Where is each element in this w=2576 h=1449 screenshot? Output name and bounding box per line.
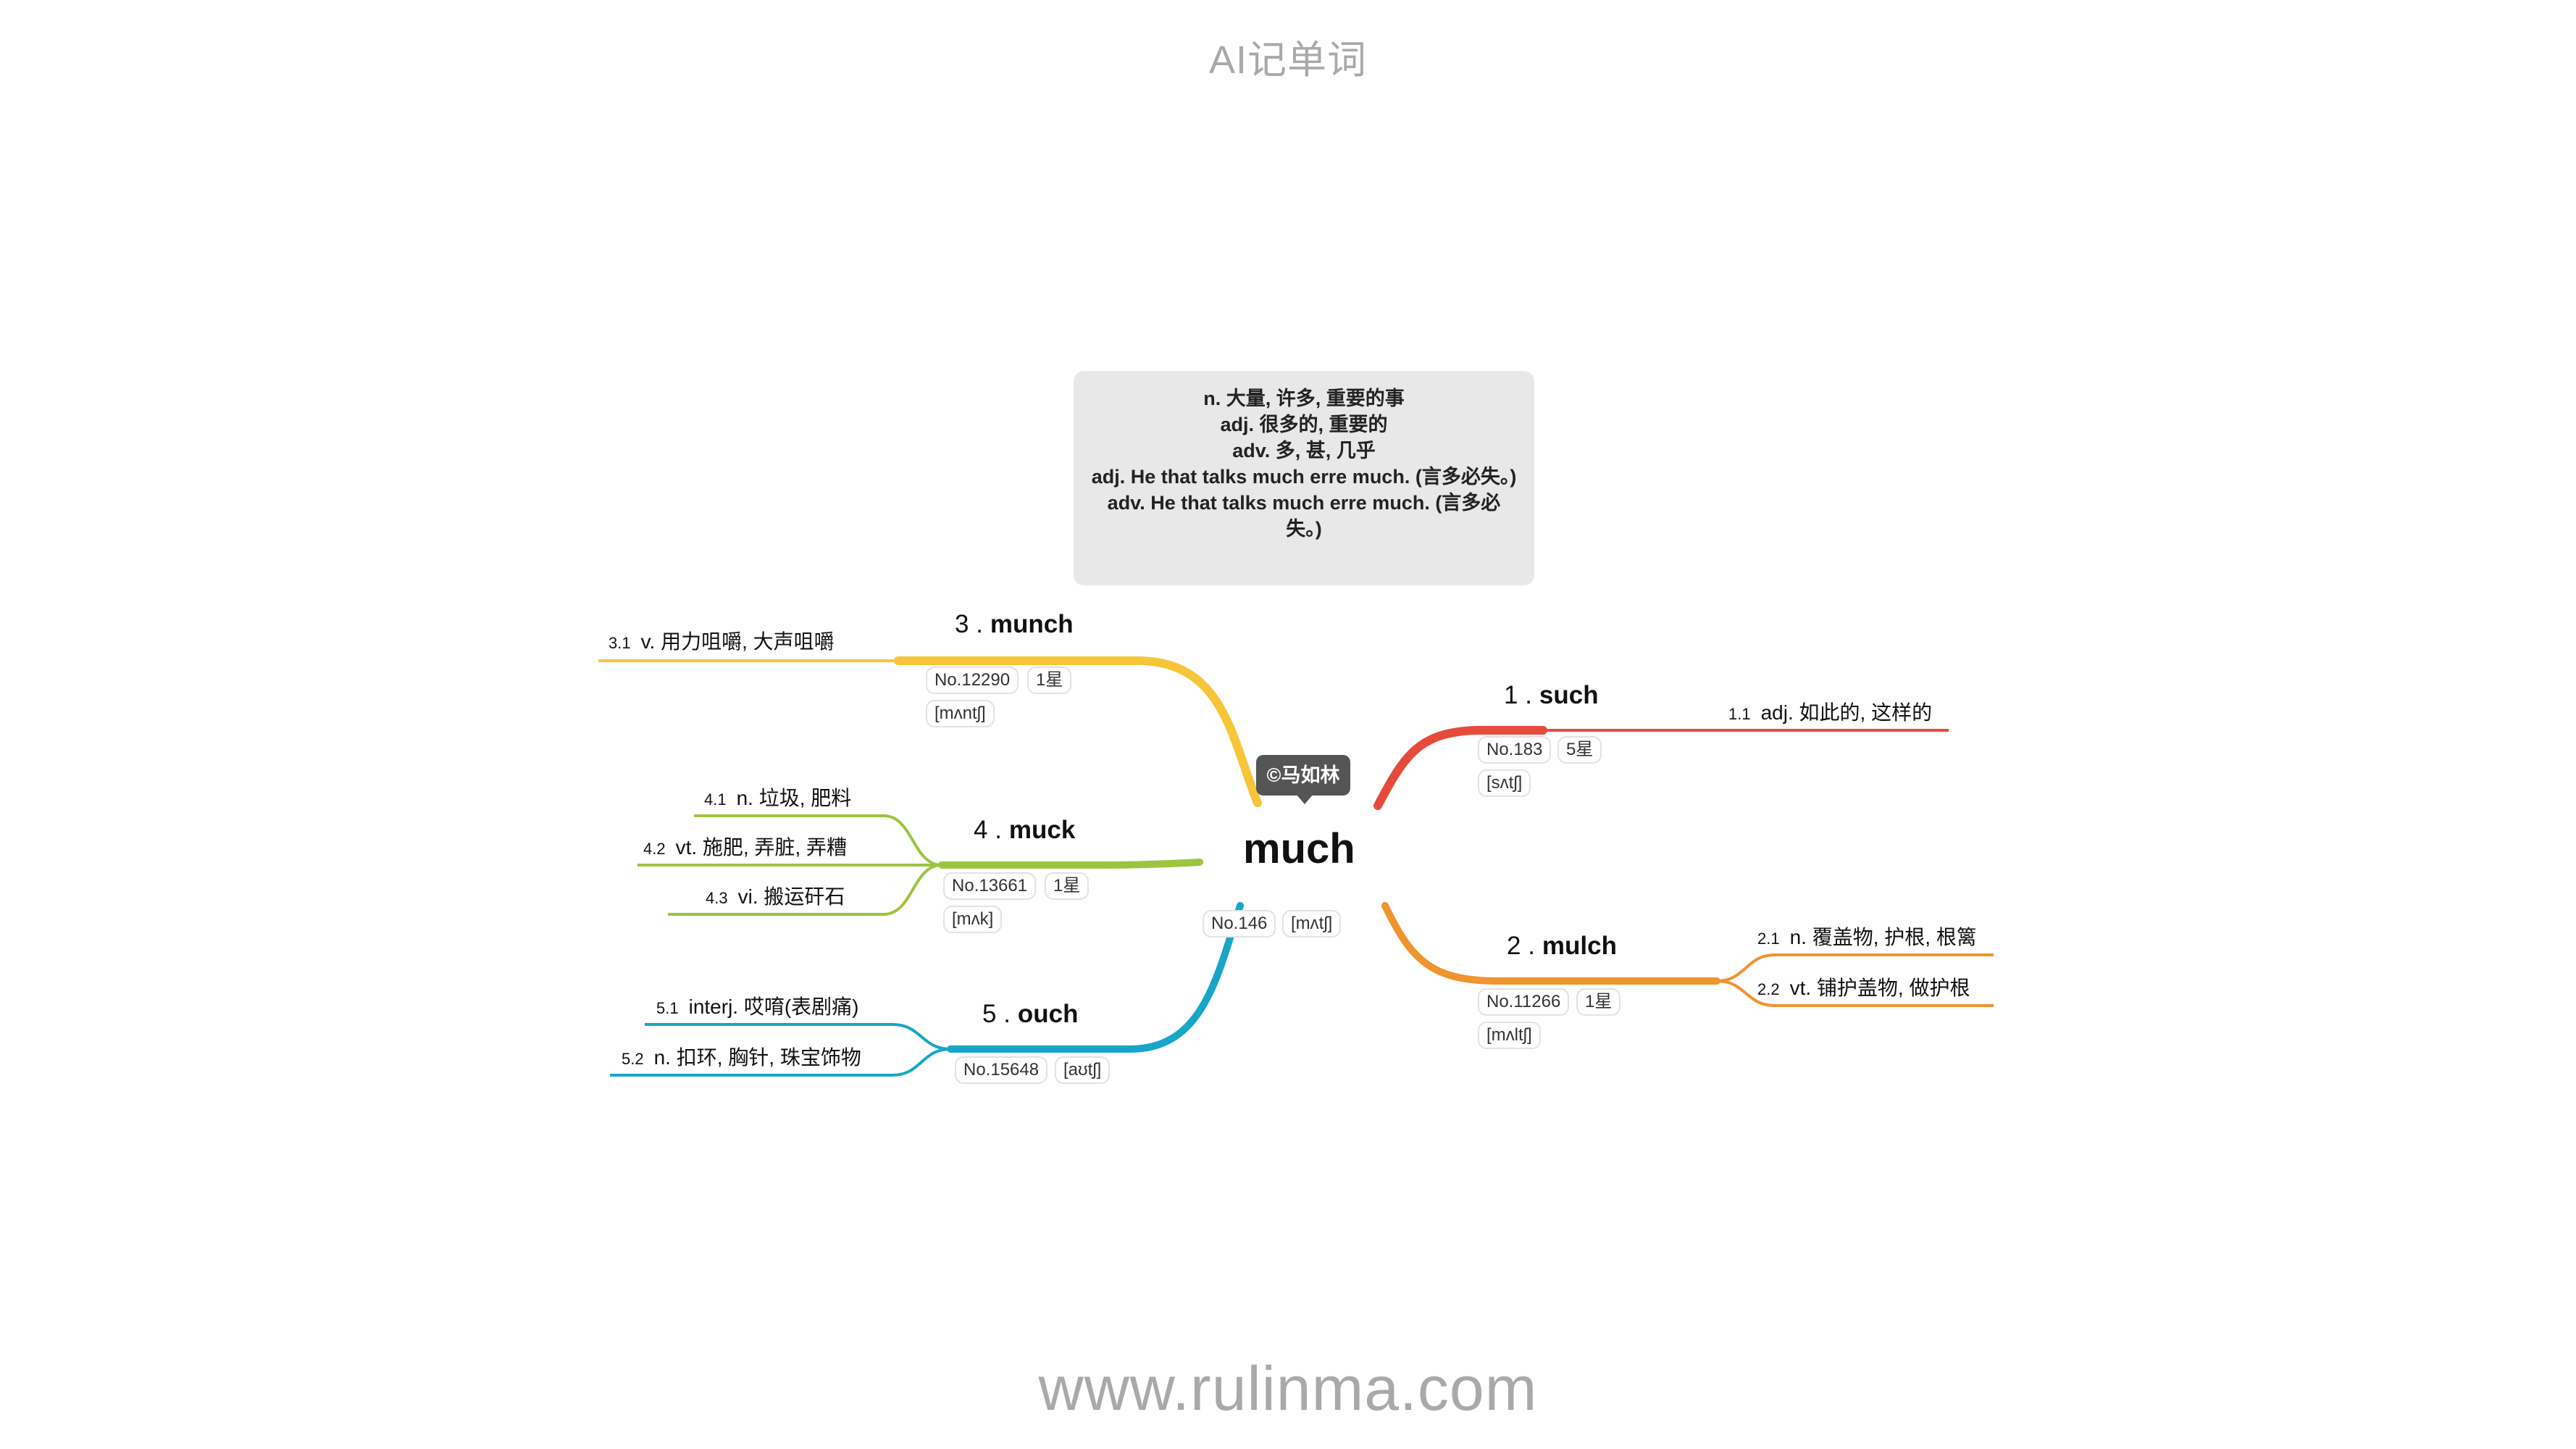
branch-topic-ouch[interactable]: 5 .ouch [982,1000,1079,1029]
sense-text: interj. 哎唷(表剧痛) [688,995,859,1018]
branch-word: munch [990,610,1074,638]
sense-item[interactable]: 4.1 n. 垃圾, 肥料 [704,782,851,811]
branch-number: 1 . [1504,681,1532,709]
sense-text: vi. 搬运矸石 [737,885,845,908]
main-curve-munch [894,656,1262,807]
branch-word: muck [1008,816,1076,844]
sense-number: 4.3 [706,889,728,907]
phonetic-badge: [mʌltʃ] [1478,1022,1541,1049]
rank-badge: No.15648 [955,1056,1048,1084]
branch-connector-such [1373,726,1949,810]
sense-number: 3.1 [609,634,631,652]
sense-item[interactable]: 2.1 n. 覆盖物, 护根, 根篱 [1757,922,1977,951]
sense-item[interactable]: 2.2 vt. 铺护盖物, 做护根 [1757,972,1970,1001]
branch-word: such [1539,681,1599,709]
definition-box: n. 大量, 许多, 重要的事 adj. 很多的, 重要的 adv. 多, 甚,… [1074,371,1534,585]
main-curve-mulch [1381,902,1720,985]
sense-text: n. 覆盖物, 护根, 根篱 [1789,926,1977,948]
sense-line-mulch-1 [1716,953,1994,982]
central-topic[interactable]: much [1243,825,1355,872]
sense-line-muck-3 [668,864,942,916]
rank-badge: No.11266 [1478,988,1570,1016]
main-curve-muck [938,859,1203,869]
branch-number: 5 . [982,1000,1011,1028]
branch-topic-munch[interactable]: 3 .munch [955,610,1074,639]
definition-line: n. 大量, 许多, 重要的事 [1203,388,1405,409]
sense-number: 2.1 [1757,930,1780,948]
phonetic-badge: [aʊtʃ] [1055,1056,1111,1084]
branch-connector-muck [637,814,1203,916]
center-rank-badge: No.146 [1203,910,1276,938]
definition-line: adv. 多, 甚, 几乎 [1232,440,1376,462]
center-phonetic-badge: [mʌtʃ] [1282,910,1342,938]
branch-number: 3 . [955,610,983,638]
star-badge: 5星 [1557,736,1602,764]
sense-item[interactable]: 5.2 n. 扣环, 胸针, 珠宝饰物 [622,1042,861,1071]
sense-item[interactable]: 4.3 vi. 搬运矸石 [706,881,845,910]
star-badge: 1星 [1576,988,1621,1016]
copyright-marker: ©马如林 [1256,755,1350,796]
sense-text: vt. 施肥, 弄脏, 弄糟 [675,836,848,859]
sense-number: 1.1 [1728,705,1751,723]
sense-line-muck-1 [694,814,942,867]
branch-word: ouch [1017,1000,1079,1028]
sense-line-mulch-2 [1716,980,1994,1007]
main-curve-such [1373,726,1547,810]
rank-badge: No.183 [1478,736,1552,764]
sense-number: 5.2 [622,1050,644,1068]
sense-number: 4.1 [704,790,727,809]
branch-topic-mulch[interactable]: 2 .mulch [1507,932,1617,961]
copyright-marker-tail [1296,794,1313,804]
phonetic-badge: [mʌntʃ] [926,700,995,727]
star-badge: 1星 [1045,872,1090,900]
branch-topic-muck[interactable]: 4 .muck [974,816,1075,845]
sense-item[interactable]: 3.1 v. 用力咀嚼, 大声咀嚼 [609,626,835,655]
sense-text: n. 扣环, 胸针, 珠宝饰物 [653,1046,861,1069]
phonetic-badge: [mʌk] [943,906,1003,933]
page-title: AI记单词 [1208,38,1368,82]
rank-badge: No.12290 [926,667,1019,694]
sense-text: v. 用力咀嚼, 大声咀嚼 [640,630,835,653]
definition-line: adj. 很多的, 重要的 [1220,414,1388,435]
sense-number: 2.2 [1757,980,1780,998]
sense-line-ouch-2 [610,1048,951,1077]
sense-number: 5.1 [656,999,679,1017]
branch-word: mulch [1542,932,1617,960]
sense-text: n. 垃圾, 肥料 [736,787,852,809]
sense-text: vt. 铺护盖物, 做护根 [1789,977,1970,999]
footer-url: www.rulinma.com [1038,1354,1538,1424]
rank-badge: No.13661 [943,872,1037,900]
sense-item[interactable]: 4.2 vt. 施肥, 弄脏, 弄糟 [643,832,847,861]
phonetic-badge: [sʌtʃ] [1478,769,1531,797]
sense-text: adj. 如此的, 这样的 [1760,701,1933,724]
definition-line: adv. He that talks much erre much. (言多必失… [1107,492,1501,540]
branch-connector-mulch [1381,902,1994,1007]
branch-connector-munch [598,656,1262,807]
sense-item[interactable]: 5.1 interj. 哎唷(表剧痛) [656,991,859,1020]
branch-topic-such[interactable]: 1 .such [1504,681,1599,710]
sense-item[interactable]: 1.1 adj. 如此的, 这样的 [1728,697,1932,726]
star-badge: 1星 [1027,667,1072,694]
branch-number: 4 . [974,816,1002,844]
sense-line-ouch-1 [645,1023,951,1051]
definition-line: adj. He that talks much erre much. (言多必失… [1091,466,1517,488]
sense-number: 4.2 [643,840,666,858]
branch-number: 2 . [1507,932,1535,960]
